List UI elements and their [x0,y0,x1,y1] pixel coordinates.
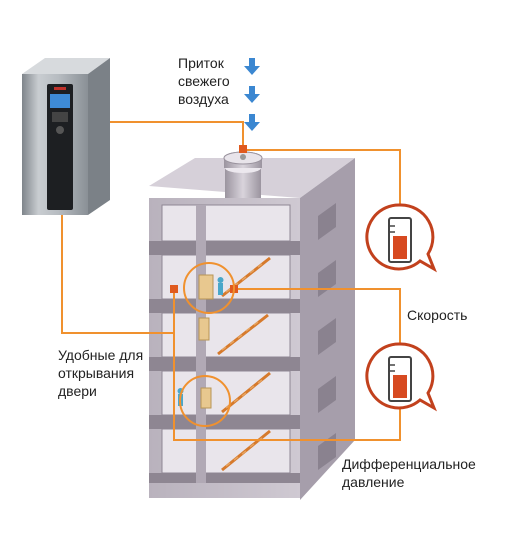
doors-line-1: Удобные для [58,347,144,363]
building [149,151,355,500]
fresh-air-line-1: Приток [178,55,224,71]
gauge-sensor-icon [365,342,437,412]
highlight-circles [179,262,235,427]
speed-label: Скорость [407,307,468,323]
doors-line-3: двери [58,383,97,399]
differential-pressure-label: Дифференциальное давление [342,455,476,491]
fresh-air-line-3: воздуха [178,91,229,107]
frequency-converter-icon [22,58,110,215]
gauge-sensor-icon [365,203,437,273]
doors-label: Удобные для открывания двери [58,346,143,400]
dp-line-1: Дифференциальное [342,456,476,472]
arrow-down-icon [244,58,260,131]
dp-line-2: давление [342,474,405,490]
doors-line-2: открывания [58,365,135,381]
signal-lines [61,121,401,441]
fresh-air-line-2: свежего [178,73,230,89]
fresh-air-label: Приток свежего воздуха [178,54,230,108]
